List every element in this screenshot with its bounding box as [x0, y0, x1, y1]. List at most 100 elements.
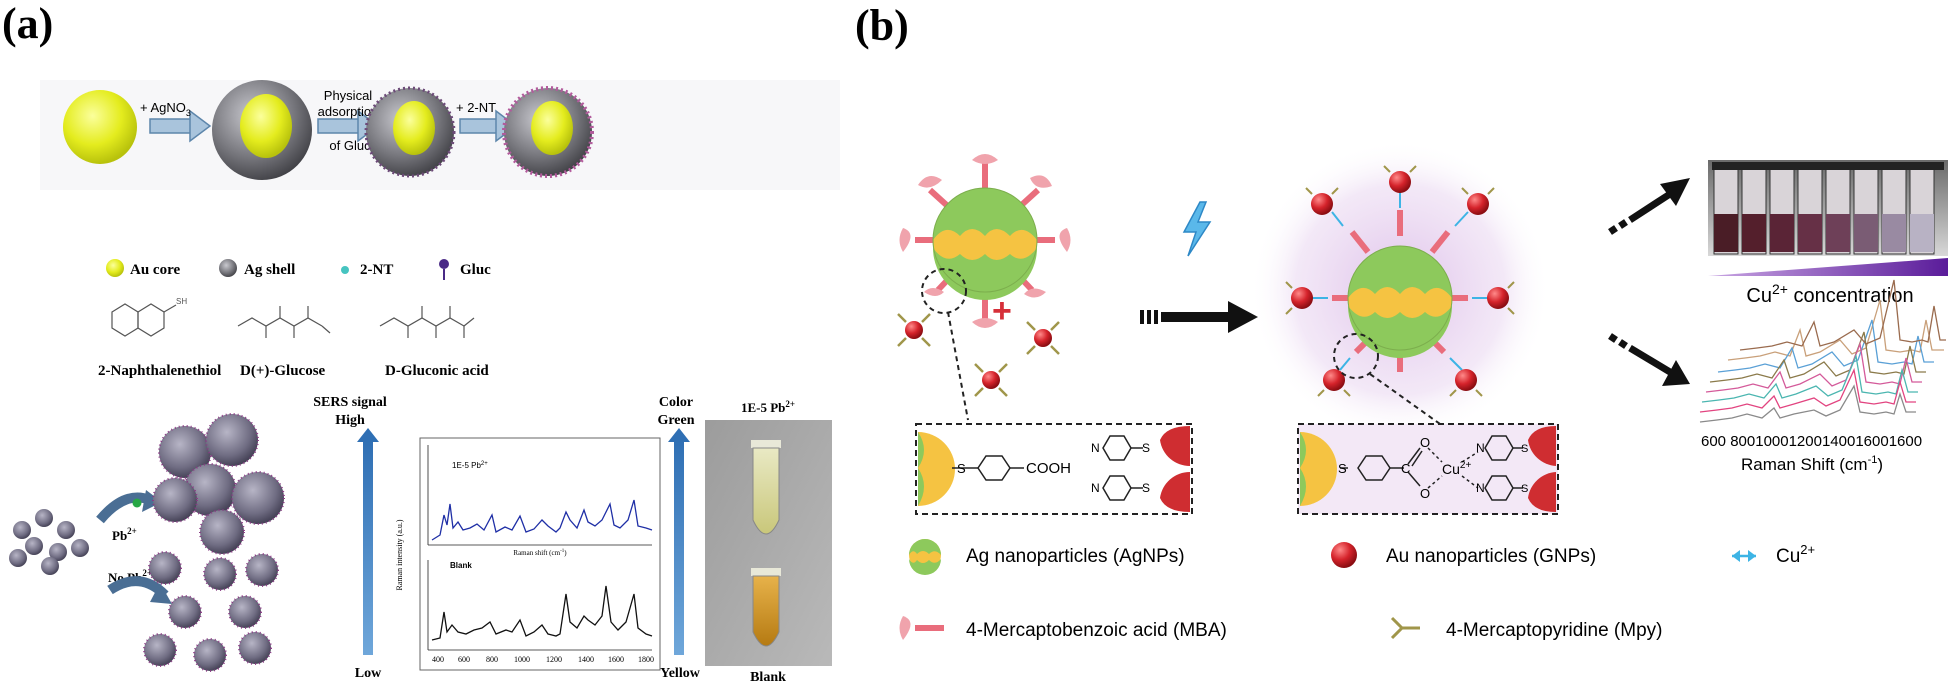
zoom-left-gnp-halves	[1160, 426, 1190, 512]
au-core-sphere	[63, 90, 137, 164]
sers-low-label: Low	[355, 666, 382, 681]
gnp-mpy-particles-free	[897, 313, 1060, 397]
pb-branch-label: Pb2+	[112, 526, 137, 543]
legend-mba-label: 4-Mercaptobenzoic acid (MBA)	[966, 620, 1227, 641]
zoom-right-o1: O	[1420, 435, 1430, 450]
step-physical-line3: of Gluc	[329, 138, 371, 153]
zoom-box-right	[1297, 423, 1559, 515]
raman-axis-label: Raman Shift (cm-1)	[1741, 454, 1883, 474]
tube-photo-top-label: 1E-5 Pb2+	[741, 399, 795, 415]
svg-text:1600: 1600	[608, 655, 624, 664]
au-ag-core-shell-sphere	[212, 80, 312, 180]
zoom-right-n2: N	[1476, 481, 1485, 495]
svg-text:1200: 1200	[546, 655, 562, 664]
raman-tick-labels: 600 80010001200140016001600	[1701, 433, 1922, 450]
zoom-left-agnp-half	[918, 432, 955, 506]
legend-ag-shell-dot	[219, 259, 237, 277]
aggregated-nanoparticles	[152, 413, 285, 555]
spectrum-top-label: 1E-5 Pb2+	[452, 461, 488, 470]
step-physical-line2: adsorption	[318, 104, 379, 119]
svg-text:600: 600	[458, 655, 470, 664]
tube-blank	[751, 568, 781, 647]
zoom-right-gnp-halves	[1528, 426, 1556, 512]
raman-stacked-spectra	[1699, 279, 1946, 423]
glucose-structure	[237, 306, 331, 338]
legend-au-core-label: Au core	[130, 262, 180, 278]
gluconic-acid-structure	[379, 306, 475, 338]
legend-gluc-label: Gluc	[460, 262, 491, 278]
arrow-to-raman	[1608, 333, 1690, 386]
arrow-to-vials	[1608, 178, 1690, 235]
color-scale-arrow	[668, 428, 690, 655]
concentration-ramp	[1708, 258, 1948, 276]
dispersed-nanoparticles	[9, 509, 89, 575]
color-scale-yellow: Yellow	[660, 666, 701, 681]
panel-a-label: (a)	[2, 0, 53, 48]
legend-ag-shell-label: Ag shell	[244, 262, 295, 278]
legend-gluc-icon	[439, 259, 449, 280]
zoom-left-mpy-structures	[1102, 435, 1143, 501]
spectra-y-label: Raman intensity (a.u.)	[395, 519, 404, 590]
color-scale-green: Green	[657, 413, 694, 428]
reaction-arrow-main	[1140, 301, 1258, 333]
zoom-left-s: S	[957, 461, 966, 476]
legend-mba-icon	[899, 616, 944, 640]
sers-title: SERS signal	[313, 395, 387, 410]
zoom-right-c: C	[1401, 461, 1410, 476]
svg-text:1800: 1800	[638, 655, 654, 664]
legend-mpy-label: 4-Mercaptopyridine (Mpy)	[1446, 620, 1662, 641]
agnp-mba-particle	[899, 154, 1071, 328]
zoom-left-mba-structure	[952, 455, 1024, 481]
gluc-coated-particle	[364, 86, 456, 178]
zoom-circle-right	[1333, 333, 1379, 379]
pb-ion-dot	[132, 498, 142, 508]
zoom-right-o2: O	[1420, 486, 1430, 501]
zoom-right-cu: Cu2+	[1442, 460, 1471, 477]
legend-agnp-label: Ag nanoparticles (AgNPs)	[966, 546, 1185, 567]
legend-au-core-dot	[106, 259, 124, 277]
spectrum-top-x-label: Raman shift (cm-1)	[513, 549, 567, 557]
tube-with-pb	[751, 440, 781, 535]
cu-concentration-label: Cu2+ concentration	[1746, 281, 1913, 307]
zoom-right-agnp-half	[1300, 432, 1337, 506]
svg-text:SH: SH	[176, 297, 187, 306]
sers-scale-arrow	[357, 428, 379, 655]
zoom-circle-left	[921, 268, 967, 314]
pb-branch-arrow	[96, 492, 152, 524]
step-physical-line1: Physical	[324, 88, 373, 103]
legend-nt-dot	[341, 266, 349, 274]
zoom-left-s3: S	[1142, 481, 1150, 495]
zoom-right-n1: N	[1476, 441, 1485, 455]
legend-gnp-label: Au nanoparticles (GNPs)	[1386, 546, 1596, 567]
vials-row	[1712, 162, 1944, 255]
spectrum-bottom-label: Blank	[450, 561, 472, 570]
legend-cu-icon	[1732, 550, 1756, 562]
spectra-frame	[419, 437, 661, 671]
bound-gnp-particles	[1285, 165, 1515, 397]
spectrum-x-ticks: 400 600 800 1000 1200 1400 1600 1800	[432, 655, 654, 664]
zoom-box-left	[915, 423, 1193, 515]
dispersed-coated-nanoparticles	[143, 551, 279, 672]
sers-high-label: High	[335, 413, 365, 428]
zoom-right-s: S	[1338, 461, 1347, 476]
agnp-gnp-assembly	[1332, 210, 1468, 372]
legend-nt-label: 2-NT	[360, 262, 393, 278]
molecule-naphthalenethiol-label: 2-Naphthalenethiol	[98, 363, 221, 379]
zoom-left-n2: N	[1091, 481, 1100, 495]
svg-text:1400: 1400	[578, 655, 594, 664]
legend-agnp-icon	[909, 539, 941, 575]
panel-b-label: (b)	[855, 1, 909, 50]
svg-text:1000: 1000	[514, 655, 530, 664]
legend-gnp-icon	[1331, 542, 1357, 568]
zoom-right-s2: S	[1521, 443, 1528, 455]
molecule-glucose-label: D(+)-Glucose	[240, 363, 326, 379]
lightning-icon	[1182, 201, 1212, 257]
zoom-left-cooh: COOH	[1026, 460, 1071, 477]
legend-cu-label: Cu2+	[1776, 542, 1815, 567]
zoom-left-s2: S	[1142, 441, 1150, 455]
spectrum-top: 1E-5 Pb2+	[427, 445, 653, 546]
zoom-left-n1: N	[1091, 441, 1100, 455]
legend-mpy-icon	[1390, 616, 1420, 640]
step-nt-label: + 2-NT	[456, 100, 496, 115]
